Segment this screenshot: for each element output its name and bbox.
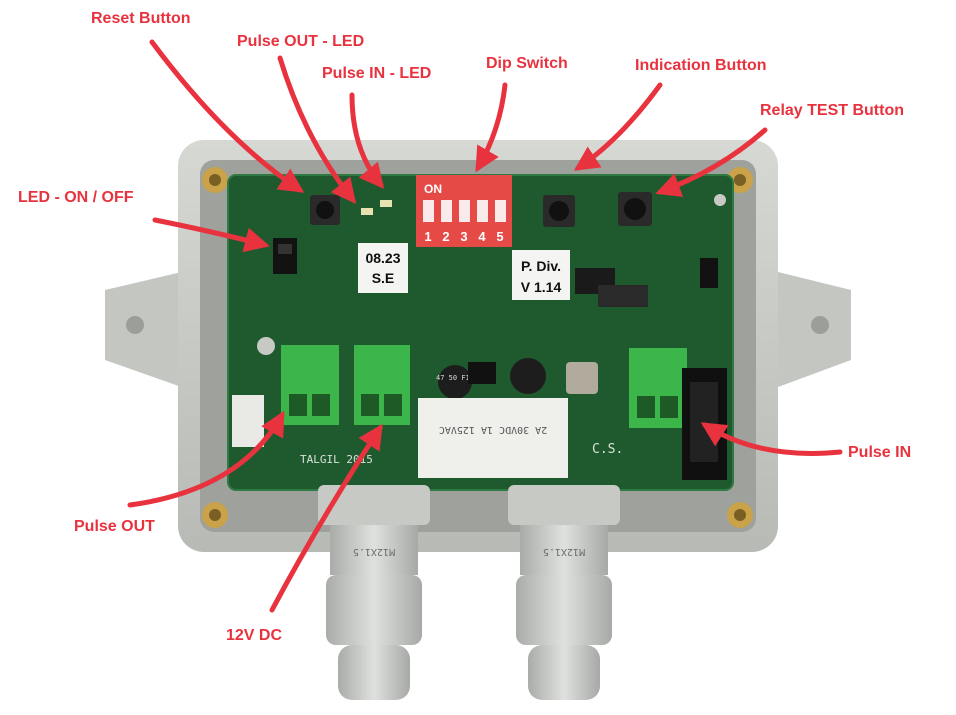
relay-test-button[interactable] [618, 192, 652, 226]
capacitor-1: 47 50 F1A [436, 365, 475, 399]
version-sticker: P. Div. V 1.14 [512, 250, 570, 300]
pulse-in-led [380, 200, 392, 207]
arrow-led-on-off [152, 217, 270, 253]
svg-text:2: 2 [442, 229, 449, 244]
callout-pulse-in-led: Pulse IN - LED [322, 65, 432, 82]
boot-jumper [700, 258, 718, 288]
svg-text:08.23: 08.23 [365, 250, 400, 266]
board-silkscreen: TALGIL 2015 C.S. [300, 442, 623, 466]
svg-text:M12X1.5: M12X1.5 [353, 546, 395, 557]
svg-text:47 50 F1A: 47 50 F1A [436, 374, 475, 382]
date-sticker: 08.23 S.E [358, 243, 408, 293]
arrow-pulse-out [127, 410, 285, 508]
microcontroller-chip [575, 268, 648, 307]
callout-pulse-out-led: Pulse OUT - LED [237, 33, 365, 50]
callout-12v-dc: 12V DC [226, 627, 283, 644]
arrow-pulse-in [700, 422, 843, 456]
svg-text:1: 1 [424, 229, 431, 244]
terminal-pulse-in[interactable] [629, 348, 687, 428]
callout-arrows [127, 39, 843, 613]
arrow-indication-button [573, 82, 663, 171]
svg-text:S.E: S.E [372, 270, 395, 286]
capacitor-3 [566, 362, 598, 394]
led-on-off-jumper[interactable] [273, 238, 297, 274]
svg-text:ON: ON [424, 182, 442, 196]
arrow-relay-test-button [655, 127, 768, 197]
callout-led-on-off: LED - ON / OFF [18, 189, 134, 206]
dip-switch[interactable]: ON 1 2 3 4 5 [416, 175, 512, 247]
terminal-12v-dc[interactable] [354, 345, 410, 425]
terminal-pulse-out[interactable] [281, 345, 339, 425]
callout-pulse-out: Pulse OUT [74, 518, 155, 535]
callout-pulse-in: Pulse IN [848, 444, 912, 461]
arrow-pulse-in-led [349, 92, 385, 189]
callout-indication-button: Indication Button [635, 57, 767, 74]
arrow-12v-dc [269, 423, 383, 613]
svg-text:V 1.14: V 1.14 [521, 279, 562, 295]
capacitor-2 [510, 358, 546, 394]
cable-gland-left: M12X1.5 [318, 485, 430, 700]
rs232-connector[interactable] [232, 395, 264, 447]
callout-relay-test-button: Relay TEST Button [760, 102, 905, 119]
svg-text:2A 30VDC 1A 125VAC: 2A 30VDC 1A 125VAC [439, 424, 547, 435]
svg-text:C.S.: C.S. [592, 442, 623, 457]
svg-text:4: 4 [478, 229, 486, 244]
reset-button[interactable] [310, 195, 340, 225]
callout-reset-button: Reset Button [91, 10, 191, 27]
arrow-dip-switch [475, 82, 508, 173]
svg-text:3: 3 [460, 229, 467, 244]
svg-text:M12X1.5: M12X1.5 [543, 546, 585, 557]
arrow-reset-button [149, 39, 305, 193]
svg-text:TALGIL 2015: TALGIL 2015 [300, 453, 373, 466]
arrow-pulse-out-led [277, 55, 357, 204]
pulse-out-led [361, 208, 373, 215]
svg-text:P. Div.: P. Div. [521, 258, 561, 274]
regulator [468, 362, 496, 384]
cable-gland-right: M12X1.5 [508, 485, 620, 700]
svg-text:5: 5 [496, 229, 503, 244]
callout-dip-switch: Dip Switch [486, 55, 568, 72]
relay: 2A 30VDC 1A 125VAC [418, 398, 568, 478]
indication-button[interactable] [543, 195, 575, 227]
